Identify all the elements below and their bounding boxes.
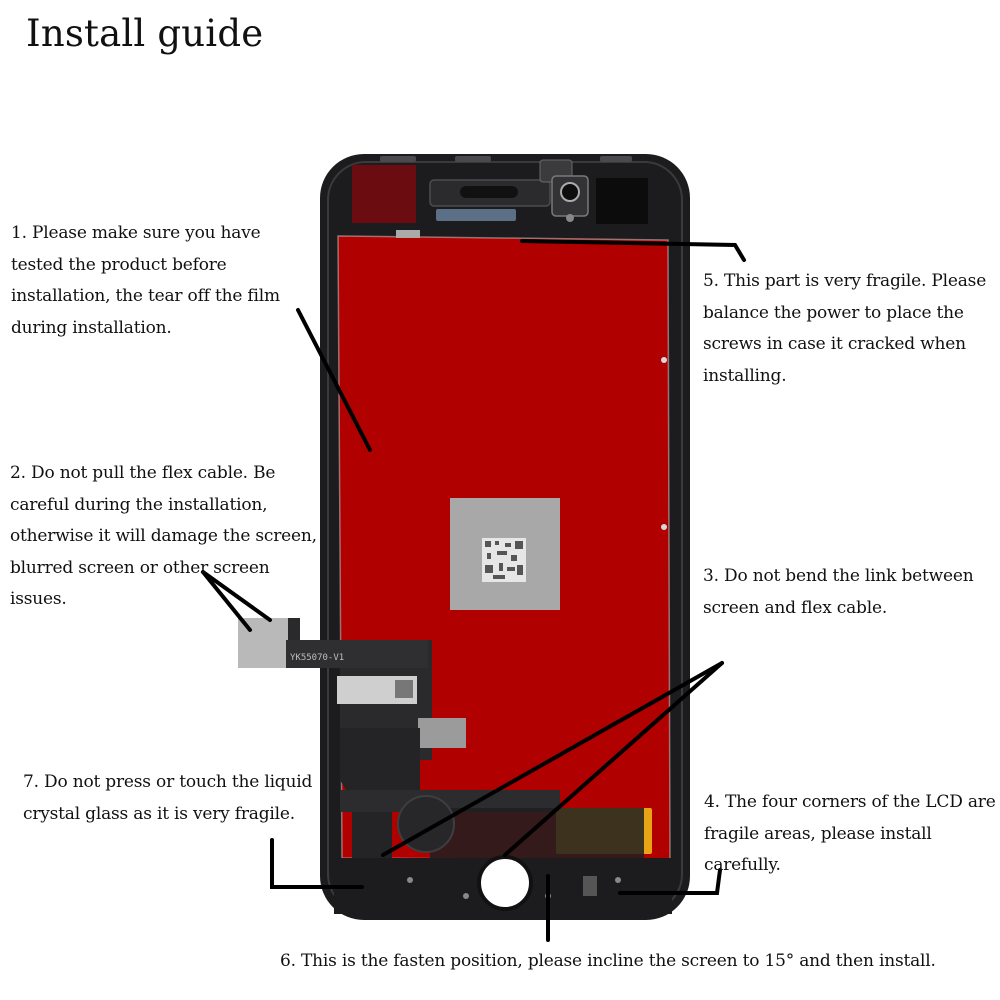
callout-lines [201,239,746,942]
callout-line-4 [618,868,722,895]
top-clip-middle [455,156,491,162]
bottom-screw-4 [615,877,621,883]
callout-line-3b [503,661,724,857]
install-note-7: 7. Do not press or touch the liquid crys… [23,772,313,824]
page-title: Install guide [26,12,264,55]
callout-line-5 [520,239,746,262]
install-note-5: 5. This part is very fragile. Please bal… [703,271,987,386]
install-note-4: 4. The four corners of the LCD are fragi… [704,792,996,875]
screw-hole-icon [566,214,574,222]
side-screw-1 [661,357,667,363]
panel-tab [396,230,420,238]
top-right-block [596,178,648,224]
callout-line-2b [201,570,272,622]
top-left-pad [352,165,416,223]
install-note-2: 2. Do not pull the flex cable. Be carefu… [10,463,317,609]
flex-cable-label: YK55070-V1 [290,653,344,663]
bottom-connector [583,876,597,896]
bracket-tab [436,209,516,221]
install-note-3: 3. Do not bend the link between screen a… [703,566,974,618]
bottom-screw-1 [407,877,413,883]
top-clip-right [600,156,632,162]
earpiece-slot [460,186,518,198]
callout-line-2a [201,570,252,632]
flex-strip [286,640,428,668]
home-button-hole [477,855,533,911]
metal-tab [418,718,466,748]
bottom-screw-2 [463,893,469,899]
callout-line-1 [296,308,372,452]
install-note-1: 1. Please make sure you have tested the … [11,223,280,338]
callout-line-3a [381,661,724,857]
bottom-shield [430,808,644,860]
install-note-6: 6. This is the fasten position, please i… [280,951,936,971]
sticker-qr-icon [395,680,413,698]
top-clip-left [380,156,416,162]
bottom-strip [340,790,560,812]
front-camera-icon [560,182,580,202]
side-screw-2 [661,524,667,530]
callout-line-7 [270,838,364,889]
qr-pattern [485,541,523,579]
